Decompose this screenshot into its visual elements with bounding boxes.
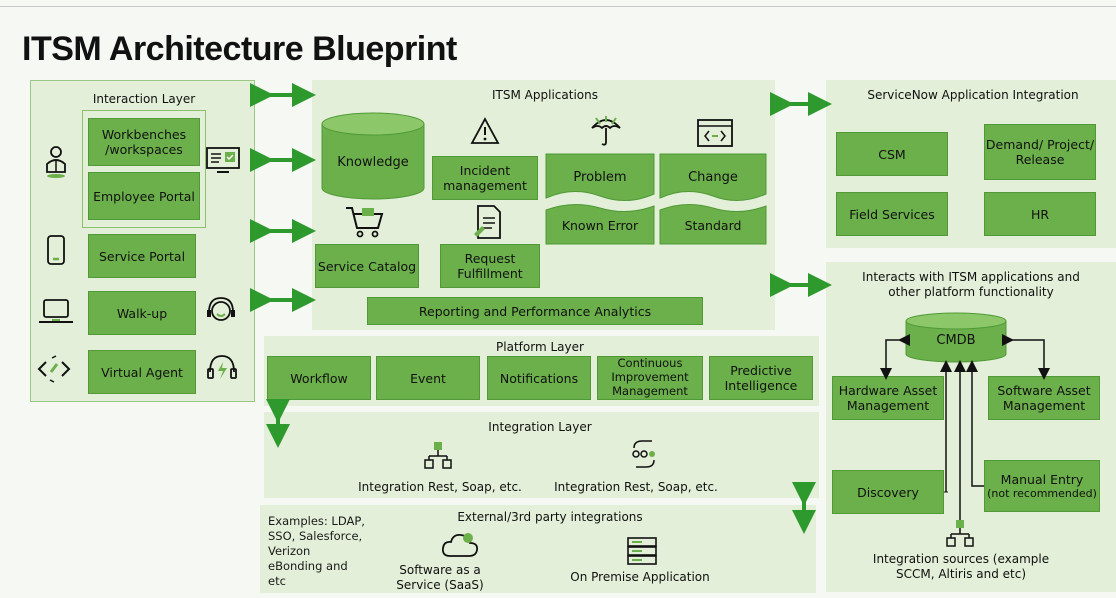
walk-up-box[interactable]: Walk-up xyxy=(88,291,196,335)
umbrella-icon xyxy=(591,116,621,146)
hardware-asset-box[interactable]: Hardware Asset Management xyxy=(832,376,944,420)
known-error-wave-box[interactable] xyxy=(545,204,655,245)
service-portal-box[interactable]: Service Portal xyxy=(88,234,196,278)
knowledge-label: Knowledge xyxy=(337,155,409,170)
interaction-layer-header: Interaction Layer xyxy=(92,92,196,106)
workbenches-box[interactable]: Workbenches /workspaces xyxy=(88,118,200,166)
top-rule xyxy=(0,6,1116,7)
mobile-phone-icon xyxy=(47,235,65,265)
known-error-label: Known Error xyxy=(561,218,639,233)
on-premise-label: On Premise Application xyxy=(570,570,710,584)
change-label: Change xyxy=(688,170,738,185)
manual-entry-box[interactable]: Manual Entry (not recommended) xyxy=(984,460,1100,512)
examples-text: Examples: LDAP, SSO, Salesforce, Verizon… xyxy=(268,514,365,588)
change-wave-box[interactable] xyxy=(659,153,767,204)
cmdb-label: CMDB xyxy=(936,333,976,348)
code-tags-icon xyxy=(37,355,71,383)
virtual-agent-box[interactable]: Virtual Agent xyxy=(88,350,196,394)
manual-entry-note: (not recommended) xyxy=(987,486,1097,500)
saas-label: Software as a Service (SaaS) xyxy=(396,563,484,592)
service-catalog-box[interactable]: Service Catalog xyxy=(315,244,419,288)
code-window-icon xyxy=(697,119,733,147)
person-icon xyxy=(46,146,66,178)
itsm-applications-header: ITSM Applications xyxy=(492,88,598,102)
cmdb-panel-header: Interacts with ITSM applications and oth… xyxy=(862,270,1080,299)
warning-icon xyxy=(470,117,500,144)
document-edit-icon xyxy=(474,205,501,239)
event-box[interactable]: Event xyxy=(376,356,480,400)
shopping-cart-icon xyxy=(346,207,384,238)
headset-agent-icon xyxy=(207,297,235,321)
server-icon xyxy=(627,537,657,565)
integration-rest-label-1: Integration Rest, Soap, etc. xyxy=(358,480,522,494)
notifications-box[interactable]: Notifications xyxy=(487,356,591,400)
cloud-icon xyxy=(441,533,479,557)
laptop-icon xyxy=(39,299,73,323)
workflow-box[interactable]: Workflow xyxy=(267,356,371,400)
platform-layer-header: Platform Layer xyxy=(496,340,584,354)
csm-box[interactable]: CSM xyxy=(836,132,948,176)
employee-portal-box[interactable]: Employee Portal xyxy=(88,172,200,220)
monitor-check-icon xyxy=(206,147,240,173)
reporting-analytics-box[interactable]: Reporting and Performance Analytics xyxy=(367,297,703,325)
continuous-improvement-box[interactable]: Continuous Improvement Management xyxy=(597,356,703,400)
software-asset-box[interactable]: Software Asset Management xyxy=(988,376,1100,420)
integration-sources-label: Integration sources (example SCCM, Altir… xyxy=(872,552,1050,581)
integration-layer-header: Integration Layer xyxy=(488,420,592,434)
demand-project-release-box[interactable]: Demand/ Project/ Release xyxy=(984,124,1096,180)
request-fulfillment-box[interactable]: Request Fulfillment xyxy=(440,244,540,288)
manual-entry-label: Manual Entry xyxy=(1000,471,1084,487)
problem-wave-box[interactable] xyxy=(545,153,655,204)
hierarchy-icon xyxy=(424,442,452,469)
headset-lightning-icon xyxy=(207,355,237,379)
page-title: ITSM Architecture Blueprint xyxy=(22,30,457,68)
integration-rest-label-2: Integration Rest, Soap, etc. xyxy=(554,480,718,494)
incident-management-box[interactable]: Incident management xyxy=(432,156,538,200)
integration-layer-panel xyxy=(264,412,819,498)
network-hierarchy-icon xyxy=(946,520,974,547)
interaction-inner-frame xyxy=(82,110,206,228)
standard-wave-box[interactable] xyxy=(659,204,767,245)
external-integrations-header: External/3rd party integrations xyxy=(457,510,643,524)
sync-nodes-icon xyxy=(632,440,655,468)
predictive-intelligence-box[interactable]: Predictive Intelligence xyxy=(709,356,813,400)
hr-box[interactable]: HR xyxy=(984,192,1096,236)
standard-label: Standard xyxy=(684,218,742,233)
servicenow-integration-header: ServiceNow Application Integration xyxy=(867,88,1079,102)
field-services-box[interactable]: Field Services xyxy=(836,192,948,236)
cmdb-connectors xyxy=(880,334,1050,520)
problem-label: Problem xyxy=(573,170,627,185)
external-integrations-panel xyxy=(260,505,816,593)
knowledge-cylinder[interactable] xyxy=(320,112,426,202)
discovery-box[interactable]: Discovery xyxy=(832,470,944,514)
